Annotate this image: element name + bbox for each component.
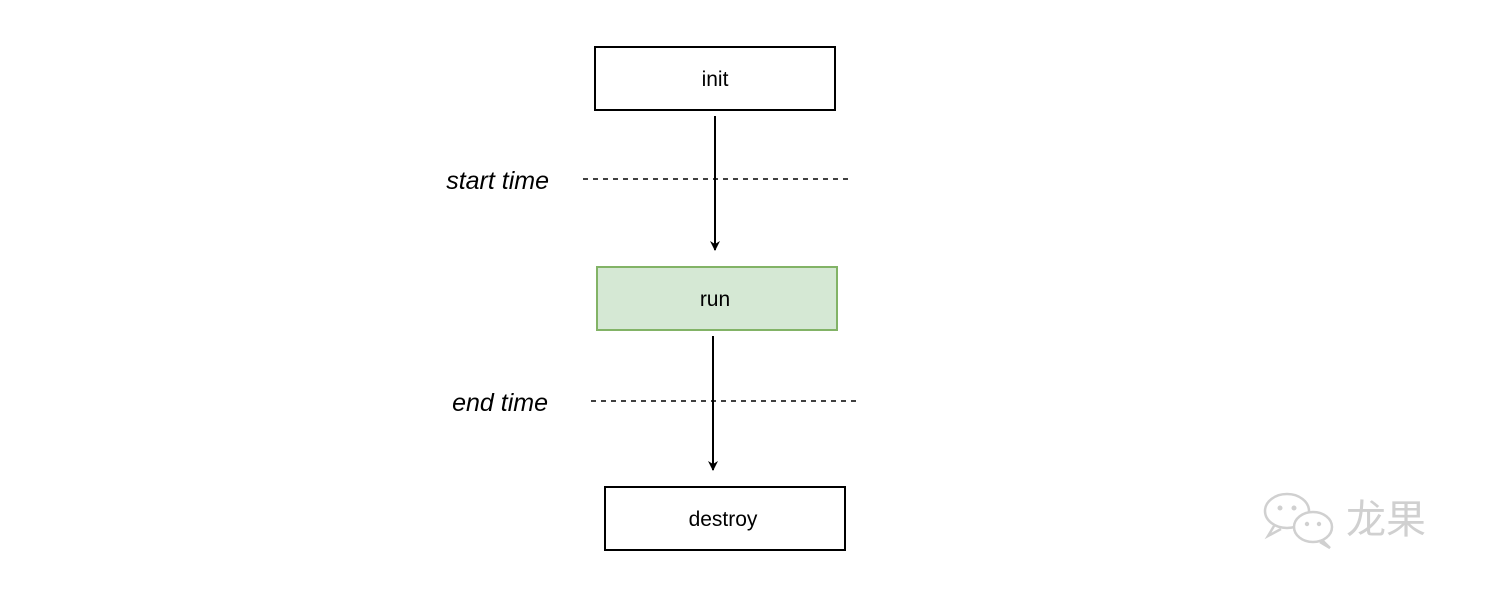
watermark-text: 龙果 (1346, 497, 1426, 543)
init-node: init (594, 46, 836, 111)
init-label: init (702, 68, 729, 91)
run-box (596, 266, 838, 331)
end-time-label: end time (452, 389, 548, 417)
destroy-box (604, 486, 846, 551)
wechat-icon (1263, 492, 1334, 550)
destroy-node: destroy (604, 486, 846, 551)
end-time-marker: end time (452, 389, 860, 417)
start-time-marker: start time (446, 167, 852, 195)
destroy-label: destroy (689, 508, 758, 531)
run-node: run (596, 266, 838, 331)
init-box (594, 46, 836, 111)
start-time-label: start time (446, 167, 549, 195)
watermark: 龙果 (1263, 492, 1426, 550)
run-label: run (700, 288, 730, 311)
